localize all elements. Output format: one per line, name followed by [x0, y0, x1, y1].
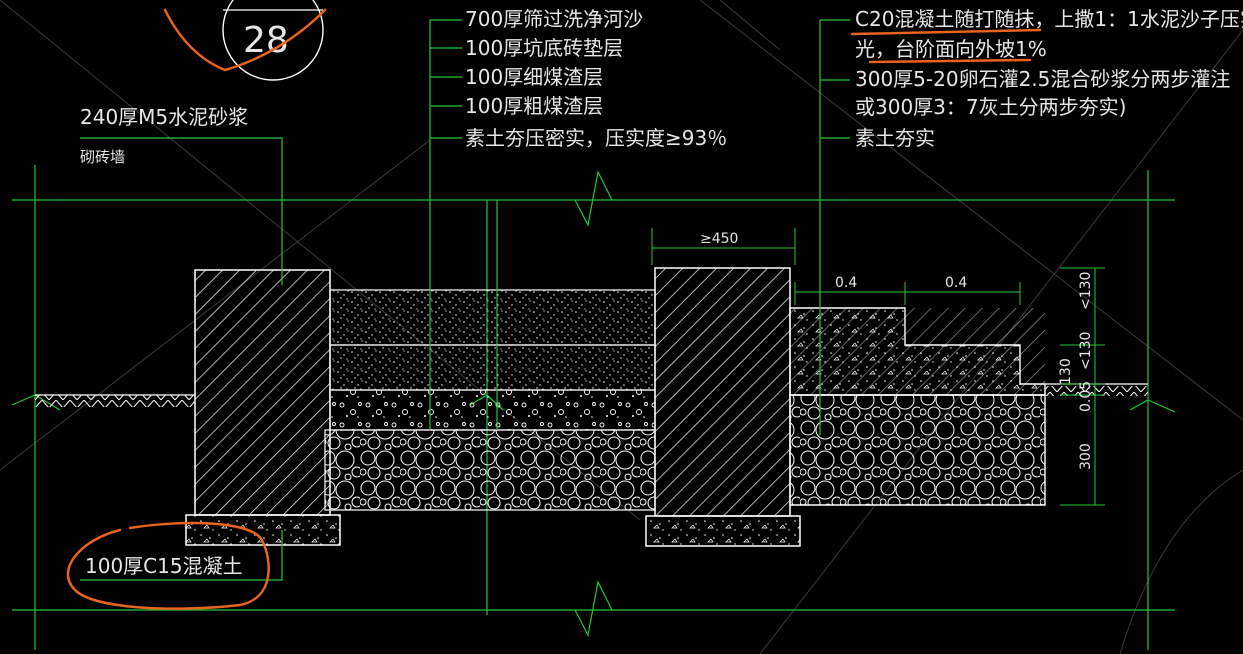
right-brick-wall	[645, 267, 801, 547]
label-left-wall-line2: 砌砖墙	[80, 148, 125, 166]
label-pool-layer2: 100厚坑底砖垫层	[465, 36, 623, 60]
drawing-number-marker: 28	[222, 0, 324, 81]
label-step-layer2b: 或300厚3：7灰土分两步夯实)	[855, 95, 1126, 119]
label-left-footing: 100厚C15混凝土	[85, 554, 243, 578]
step-structure	[789, 307, 1046, 506]
label-pool-layer3: 100厚细煤渣层	[465, 65, 603, 89]
dim-riser-low: 130	[1058, 358, 1074, 385]
dim-base-depth: 300	[1078, 443, 1094, 470]
label-pool-layer5: 素土夯压密实，压实度≥93％	[465, 126, 727, 150]
pool-layers	[324, 289, 656, 511]
dim-wall-width: ≥450	[700, 231, 738, 247]
label-pool-layer4: 100厚粗煤渣层	[465, 94, 603, 118]
dim-slope-mark: 0.05	[1078, 381, 1094, 412]
label-step-layer1a: C20混凝土随打随抹，上撒1：1水泥沙子压实	[855, 7, 1243, 31]
label-pool-layer1: 700厚筛过洗净河沙	[465, 7, 643, 31]
label-step-layer2a: 300厚5-20卵石灌2.5混合砂浆分两步灌注	[855, 67, 1230, 91]
dim-tread-2: 0.4	[945, 275, 967, 291]
dimension-lines	[651, 228, 1105, 506]
left-brick-wall	[185, 269, 341, 546]
leader-lines	[80, 19, 850, 581]
dim-riser-top: <130	[1078, 272, 1094, 310]
label-step-layer3: 素土夯实	[855, 126, 935, 150]
dim-tread-1: 0.4	[835, 275, 857, 291]
label-step-layer1b: 光，台阶面向外坡1%	[855, 37, 1047, 61]
label-left-wall-line1: 240厚M5水泥砂浆	[80, 105, 248, 129]
dim-riser-mid: <130	[1078, 332, 1094, 370]
annotation-marks	[66, 8, 1042, 610]
